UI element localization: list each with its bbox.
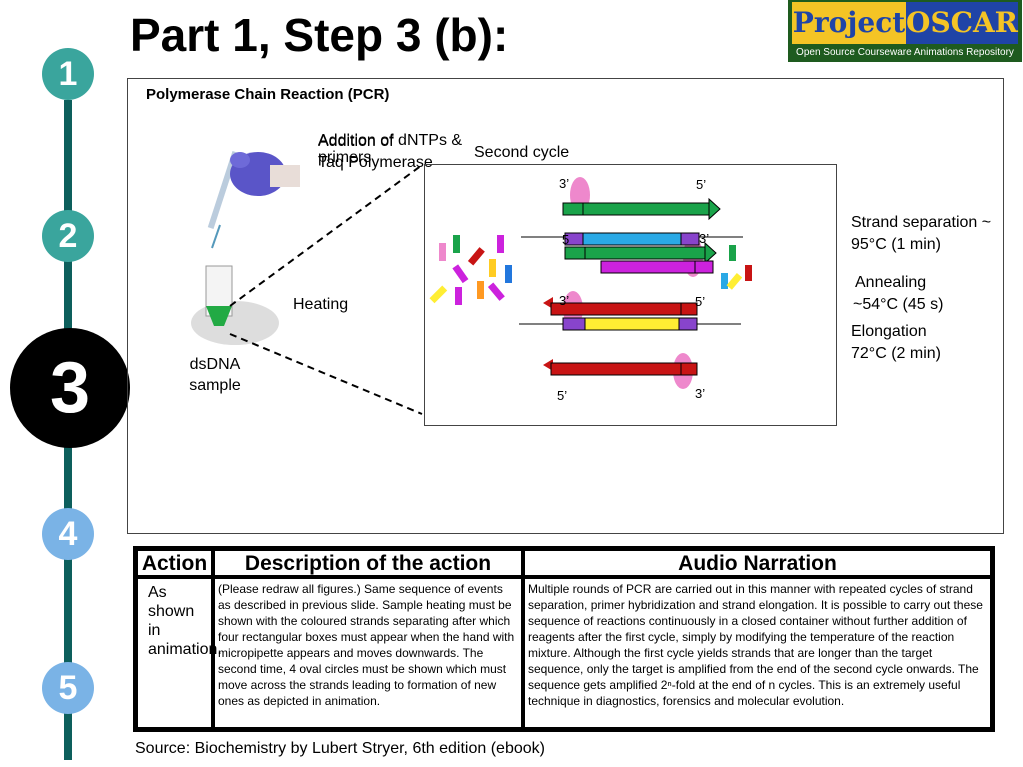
sample-tube-icon <box>191 265 279 345</box>
logo-subtitle: Open Source Courseware Animations Reposi… <box>796 47 1014 58</box>
dsdna-sample-label: dsDNA sample <box>189 356 241 394</box>
dntp-fragments-right <box>721 245 752 290</box>
step-4-button[interactable]: 4 <box>42 508 94 560</box>
page-title: Part 1, Step 3 (b): <box>130 9 509 61</box>
action-cell: As shown in animation. <box>136 577 222 729</box>
end-label-c5: 5’ <box>695 294 706 309</box>
strand-separation-label-2: 95°C (1 min) <box>851 236 941 253</box>
end-label-b3: 3’ <box>699 231 710 246</box>
project-oscar-logo: Project OSCAR Open Source Courseware Ani… <box>788 0 1022 62</box>
logo-word-project: Project <box>792 2 906 44</box>
elongation-label-2: 72°C (2 min) <box>851 345 941 362</box>
pipette-hand-icon <box>207 151 300 249</box>
annealing-label-1: Annealing <box>855 274 927 291</box>
animation-panel <box>127 78 1004 534</box>
second-cycle-box <box>424 164 837 426</box>
pcr-illustration <box>191 151 423 415</box>
end-label-a3: 3’ <box>559 176 570 191</box>
description-cell: (Please redraw all figures.) Same sequen… <box>213 577 523 729</box>
narration-cell: Multiple rounds of PCR are carried out i… <box>523 577 992 729</box>
second-cycle-label: Second cycle <box>474 144 570 161</box>
dntp-fragments-left <box>429 235 512 305</box>
addition-primers-label: Addition of primers <box>318 133 394 166</box>
strand-separation-label-1: Strand separation ~ <box>851 214 992 231</box>
end-label-d5: 5’ <box>557 388 568 403</box>
header-action: Action <box>136 549 213 577</box>
elongation-label-1: Elongation <box>851 323 927 340</box>
source-citation: Source: Biochemistry by Lubert Stryer, 6… <box>135 740 545 757</box>
storyboard-table: Action Description of the action Audio N… <box>133 546 995 732</box>
step-2-button[interactable]: 2 <box>42 210 94 262</box>
strand-diagram <box>429 177 752 389</box>
step-1-button[interactable]: 1 <box>42 48 94 100</box>
end-label-d3: 3’ <box>695 386 706 401</box>
addition-dntps-label: Addition of dNTPs & Taq Polymerase <box>318 132 463 171</box>
logo-word-oscar: OSCAR <box>906 6 1018 39</box>
panel-title: Polymerase Chain Reaction (PCR) <box>146 86 390 103</box>
header-description: Description of the action <box>213 549 523 577</box>
annealing-label-2: ~54°C (45 s) <box>853 296 944 313</box>
heating-label: Heating <box>293 296 349 313</box>
header-narration: Audio Narration <box>523 549 992 577</box>
end-label-b5: 5 <box>562 232 570 247</box>
step-3-button-active[interactable]: 3 <box>10 328 130 448</box>
end-label-c3: 3’ <box>559 293 570 308</box>
step-5-button[interactable]: 5 <box>42 662 94 714</box>
end-label-a5: 5’ <box>696 177 707 192</box>
